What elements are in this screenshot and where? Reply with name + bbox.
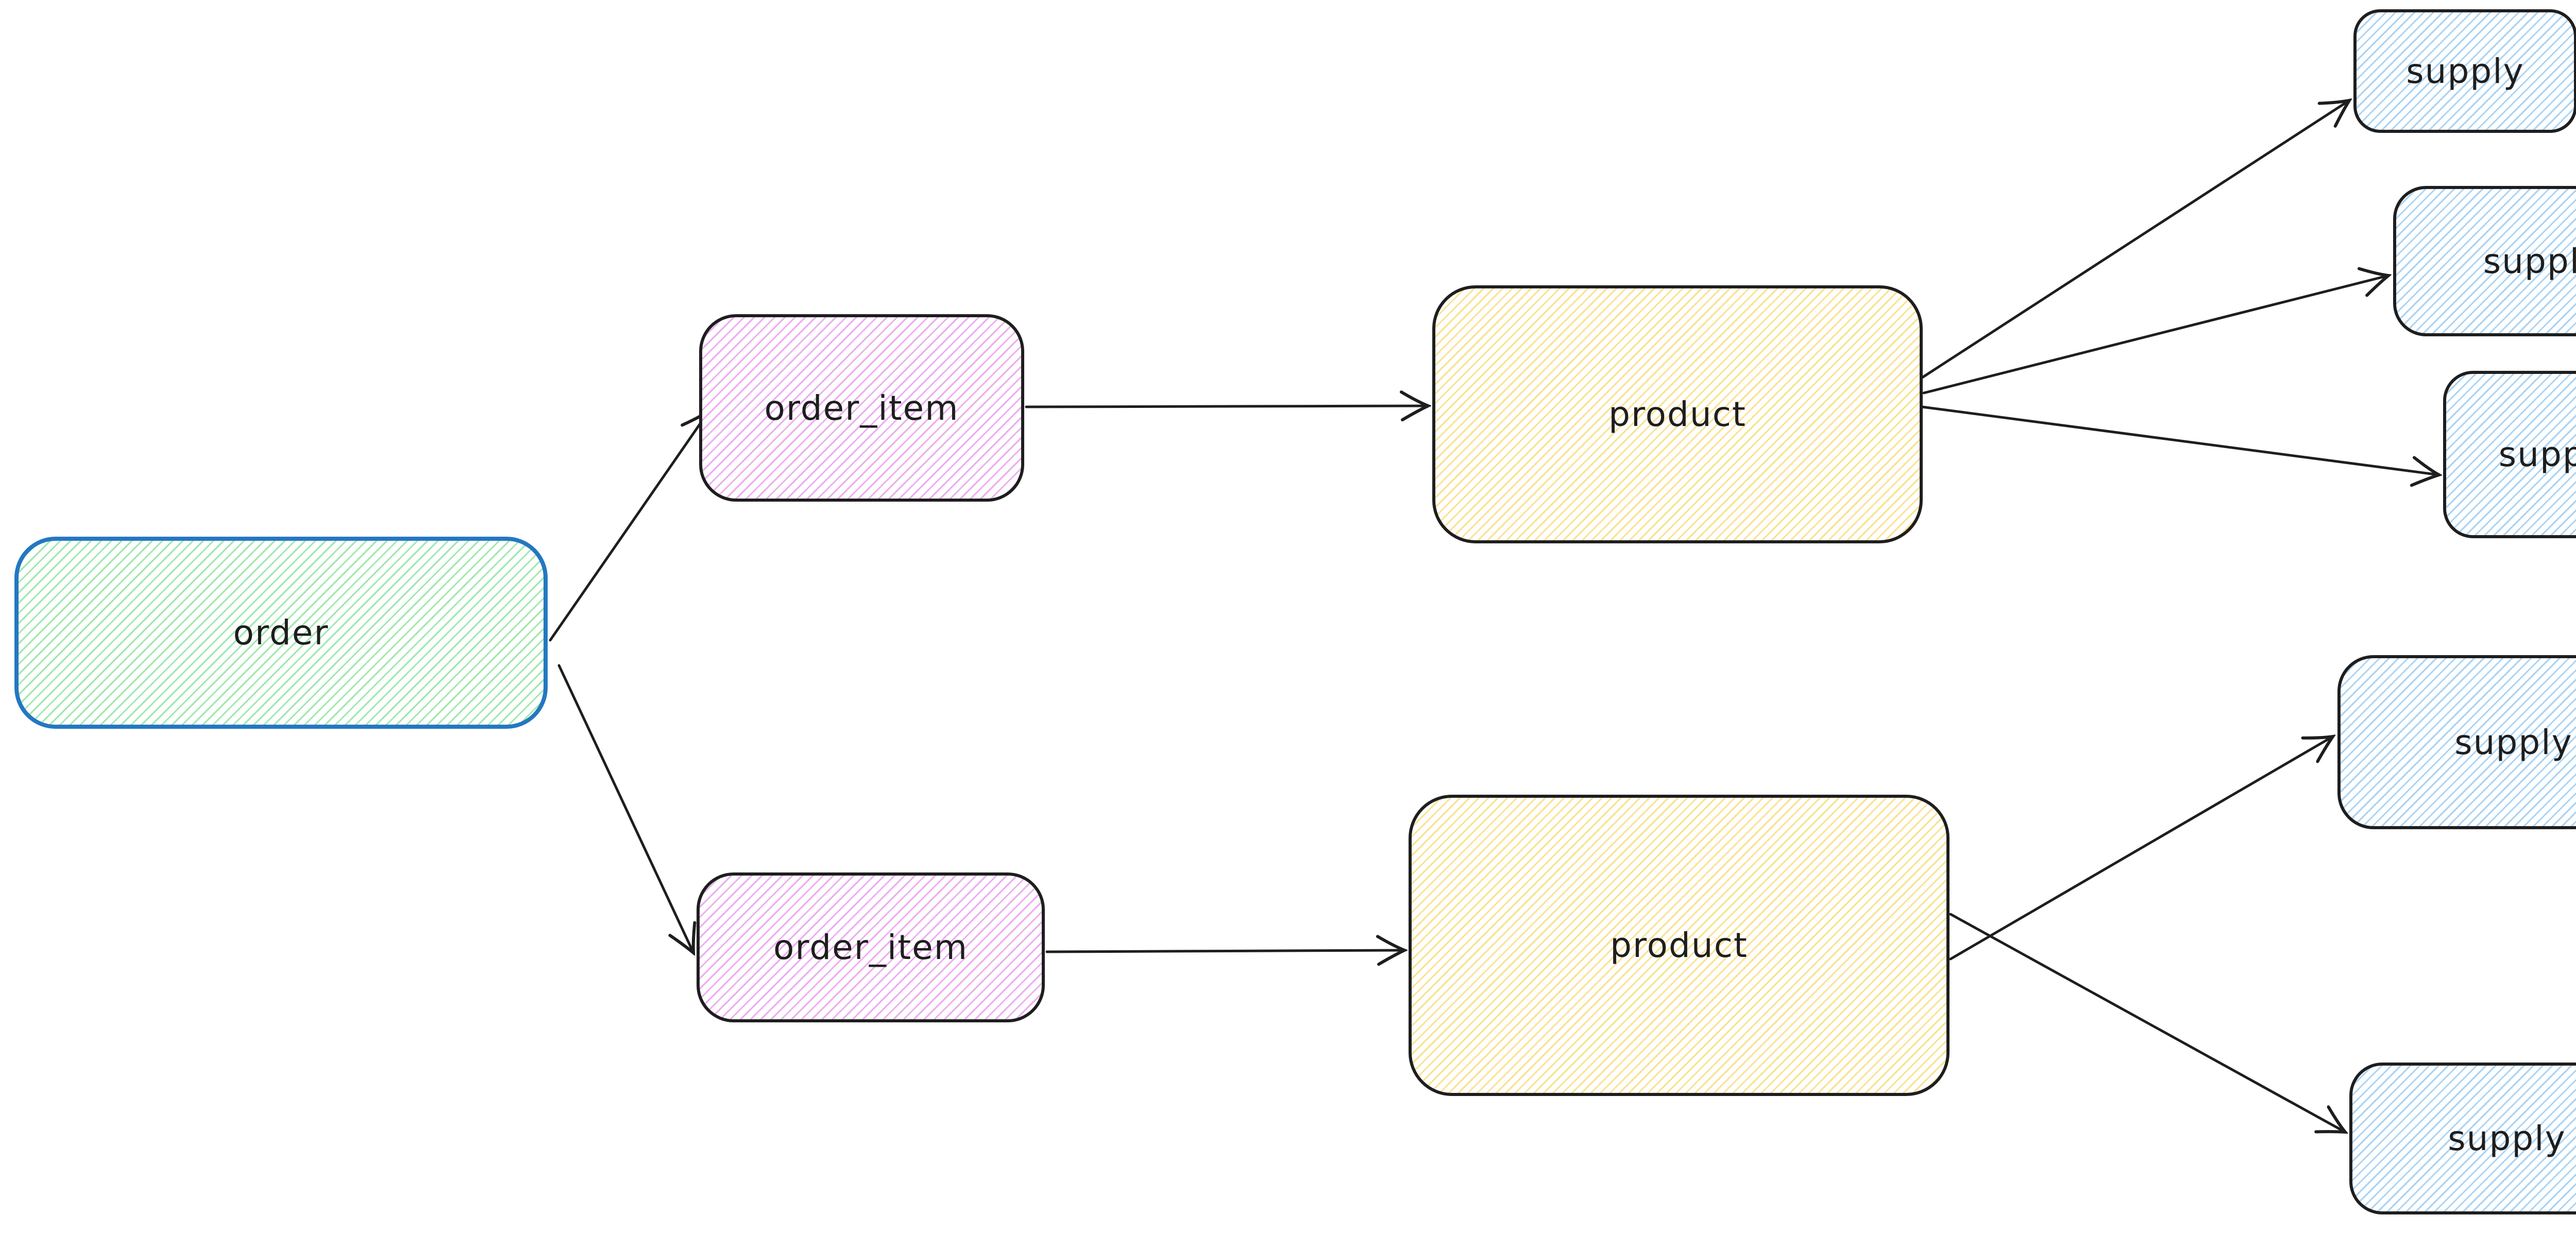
arrow-order-item-bottom-to-product-bottom[interactable]	[1045, 950, 1404, 952]
arrow-order-to-order-item-top[interactable]	[549, 411, 709, 642]
node-supply-4[interactable]: supply	[2337, 655, 2576, 829]
node-supply-1[interactable]: supply	[2353, 9, 2576, 133]
node-order-label: order	[233, 613, 329, 653]
node-order-item-bottom[interactable]: order_item	[697, 872, 1045, 1022]
node-supply-1-label: supply	[2406, 51, 2524, 91]
arrow-order-to-order-item-bottom[interactable]	[557, 664, 693, 953]
node-supply-5-label: supply	[2448, 1119, 2566, 1158]
node-order[interactable]: order	[14, 537, 548, 729]
node-order-item-top[interactable]: order_item	[699, 314, 1024, 502]
arrow-product-top-to-supply-3[interactable]	[1921, 405, 2439, 475]
node-order-item-bottom-label: order_item	[773, 928, 969, 967]
node-supply-3[interactable]: supply	[2443, 371, 2576, 538]
node-order-item-top-label: order_item	[764, 388, 959, 428]
arrow-order-item-top-to-product-top[interactable]	[1025, 406, 1428, 407]
node-supply-3-label: supply	[2498, 435, 2576, 474]
node-supply-2[interactable]: supply	[2393, 186, 2576, 336]
node-supply-4-label: supply	[2454, 722, 2573, 762]
arrow-product-bottom-to-supply-5[interactable]	[1949, 913, 2345, 1132]
node-product-top-label: product	[1608, 395, 1747, 434]
arrow-product-top-to-supply-1[interactable]	[1921, 100, 2349, 379]
node-supply-2-label: supply	[2483, 241, 2576, 281]
node-supply-5[interactable]: supply	[2349, 1063, 2576, 1214]
node-product-bottom-label: product	[1610, 926, 1748, 965]
arrow-product-top-to-supply-2[interactable]	[1922, 276, 2388, 395]
node-product-bottom[interactable]: product	[1409, 795, 1950, 1096]
arrow-product-bottom-to-supply-4[interactable]	[1949, 737, 2333, 961]
node-product-top[interactable]: product	[1432, 285, 1923, 543]
